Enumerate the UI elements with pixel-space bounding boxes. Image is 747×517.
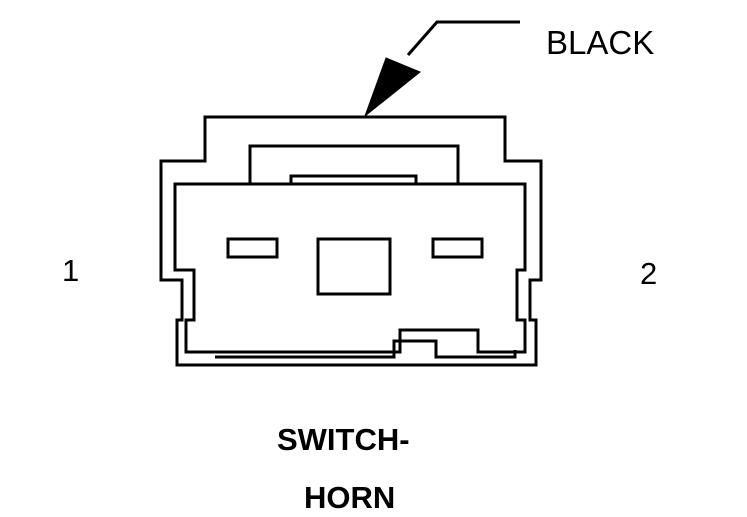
connector-latch: [248, 144, 460, 186]
leader-line: [406, 20, 520, 56]
pin-2-label: 2: [640, 256, 658, 291]
pin-1-terminal: [226, 237, 279, 259]
connector-housing-outer: [159, 115, 543, 367]
center-key: [316, 237, 392, 296]
pin-2-terminal: [431, 237, 484, 259]
title-line-1: SWITCH-: [277, 422, 410, 457]
pin-1-label: 1: [62, 253, 80, 288]
leader-arrowhead: [363, 57, 421, 118]
connector-cavity-inner: [173, 182, 527, 354]
title-line-2: HORN: [304, 480, 396, 515]
connector-floor: [215, 339, 517, 359]
wire-color-label: BLACK: [546, 24, 655, 61]
